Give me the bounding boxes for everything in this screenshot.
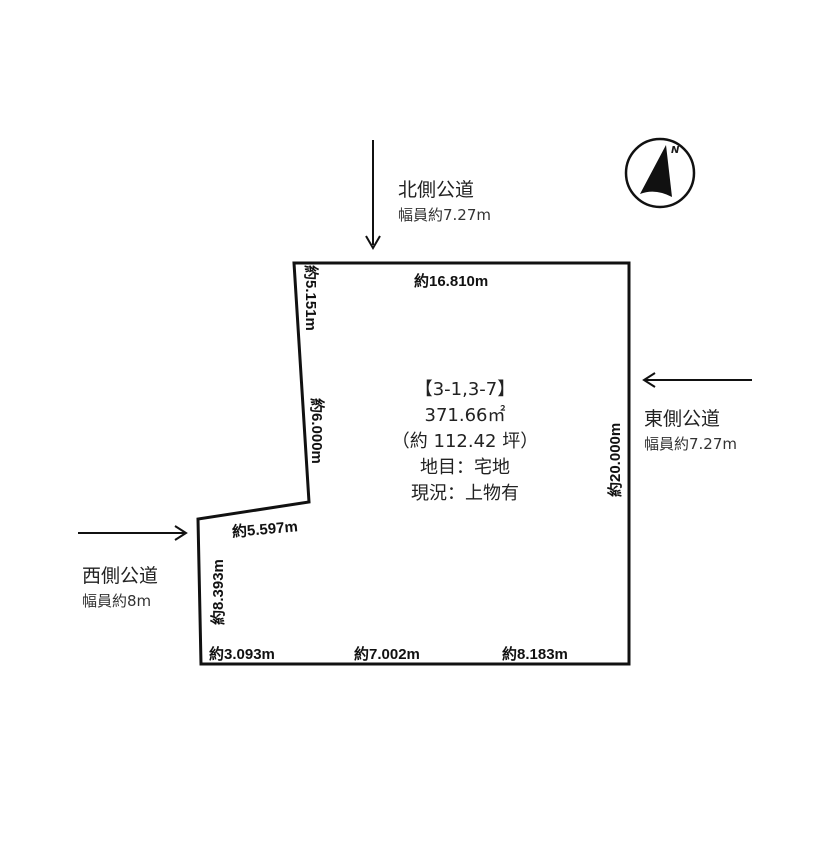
east-road-name: 東側公道: [644, 408, 721, 430]
east-road-width: 幅員約7.27m: [644, 435, 738, 453]
dim-bottom-middle: 約7.002m: [354, 646, 420, 663]
land-category: 地目：宅地: [420, 457, 510, 478]
dim-left-upper: 約5.151m: [302, 265, 319, 331]
west-road-arrow: [78, 525, 188, 541]
north-road-width: 幅員約7.27m: [398, 206, 492, 224]
lot-area-tsubo: （約 112.42 坪）: [391, 431, 539, 452]
west-road-name: 西側公道: [82, 565, 159, 587]
dim-top: 約16.810m: [414, 273, 489, 290]
lot-area-sqm: 371.66㎡: [424, 405, 506, 426]
north-road-arrow: [365, 140, 381, 250]
dim-bottom-right: 約8.183m: [502, 646, 568, 663]
dim-right: 約20.000m: [607, 422, 624, 497]
lot-info: 【3-1,3-7】 371.66㎡ （約 112.42 坪） 地目：宅地 現況：…: [355, 377, 575, 507]
east-road-arrow: [642, 372, 752, 388]
lot-boundary: [196, 261, 631, 666]
west-road-width: 幅員約8m: [82, 592, 152, 610]
north-arrow-icon: [624, 137, 696, 209]
lot-number: 【3-1,3-7】: [414, 379, 516, 400]
dim-bottom-left: 約3.093m: [209, 646, 275, 663]
north-road-name: 北側公道: [398, 179, 475, 201]
current-status: 現況：上物有: [411, 483, 519, 504]
compass-label: N: [671, 145, 680, 156]
dim-left-middle: 約6.000m: [308, 398, 325, 464]
dim-left-lower: 約8.393m: [210, 559, 227, 625]
